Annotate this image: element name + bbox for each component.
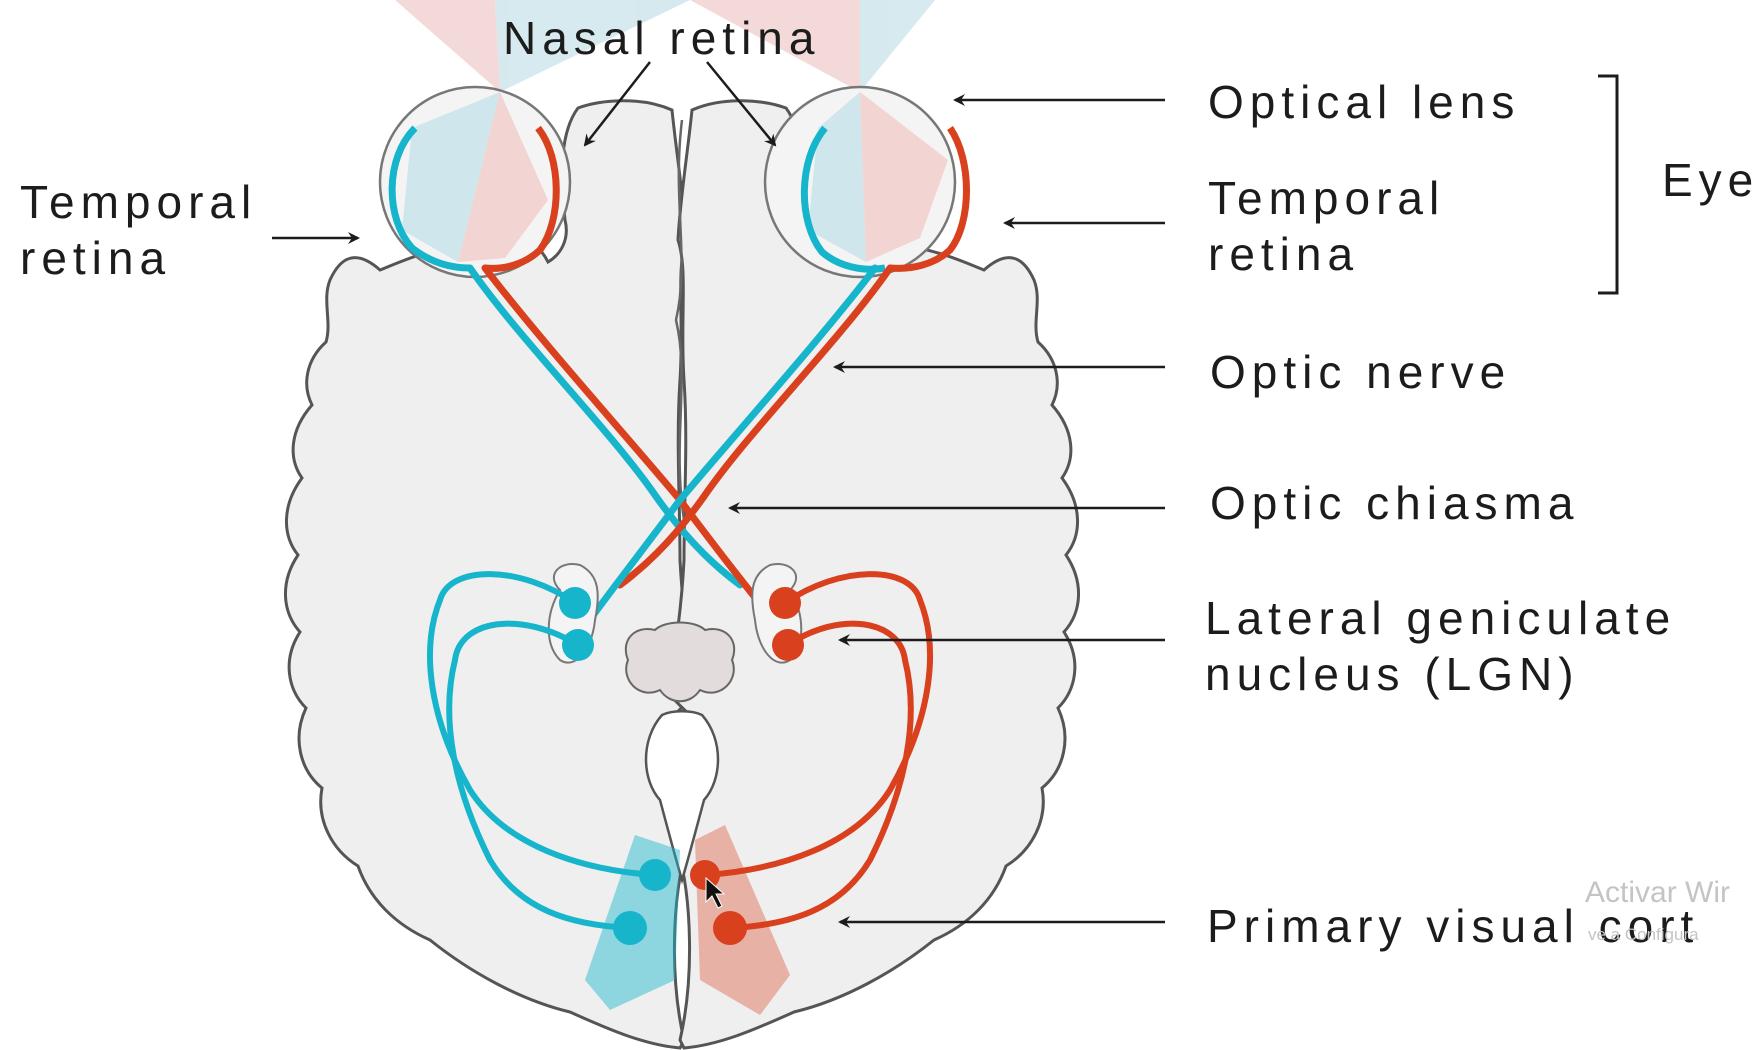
temporal-retina-right-line2: retina xyxy=(1208,226,1445,282)
lgn-label: Lateral geniculate nucleus (LGN) xyxy=(1205,590,1676,702)
windows-activation-watermark-line2: ve a Configura xyxy=(1588,925,1699,945)
right-eye xyxy=(765,87,967,277)
temporal-retina-left-label: Temporal retina xyxy=(20,174,257,286)
lgn-label-line1: Lateral geniculate xyxy=(1205,590,1676,646)
optical-lens-label: Optical lens xyxy=(1208,74,1520,130)
windows-activation-watermark-line1: Activar Wir xyxy=(1585,876,1730,910)
left-cortex-cyan-upper xyxy=(639,859,671,891)
optic-nerve-label: Optic nerve xyxy=(1210,344,1511,400)
temporal-retina-right-label: Temporal retina xyxy=(1208,170,1445,282)
temporal-retina-left-line2: retina xyxy=(20,230,257,286)
nasal-retina-label: Nasal retina xyxy=(503,10,820,66)
right-cortex-red-lower xyxy=(713,911,747,945)
optic-chiasma-label: Optic chiasma xyxy=(1210,475,1579,531)
brainstem xyxy=(626,623,734,702)
temporal-retina-right-line1: Temporal xyxy=(1208,170,1445,226)
right-cortex-red-upper xyxy=(690,860,720,890)
left-eye-red-field-cone xyxy=(395,0,500,92)
left-cortex-cyan-lower xyxy=(613,911,647,945)
right-eye-cyan-field-cone xyxy=(860,0,935,92)
eye-label: Eye xyxy=(1662,152,1759,208)
eye-bracket xyxy=(1598,76,1617,293)
left-eye xyxy=(380,87,570,277)
lgn-label-line2: nucleus (LGN) xyxy=(1205,646,1676,702)
temporal-retina-left-line1: Temporal xyxy=(20,174,257,230)
